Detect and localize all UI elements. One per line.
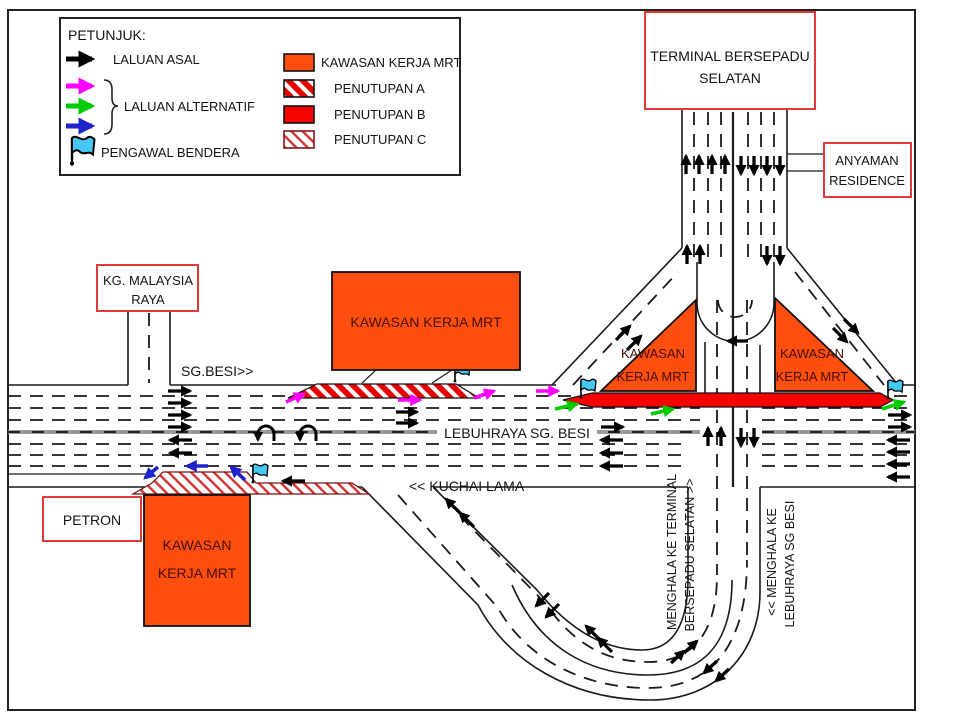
legend-title: PETUNJUK:	[68, 27, 146, 43]
sg-besi-label: SG.BESI>>	[181, 363, 253, 379]
original-route-arrows	[167, 153, 913, 683]
u-turn-icon	[252, 424, 276, 443]
terminal-label1: TERMINAL BERSEPADU	[650, 48, 809, 64]
u-turn-icon	[294, 424, 318, 443]
legend-brace	[103, 79, 119, 135]
lebuhraya-label-bg	[437, 423, 597, 441]
anyaman-label1: ANYAMAN	[835, 153, 898, 168]
legend-kawasan-label: KAWASAN KERJA MRT	[321, 55, 461, 70]
anyaman-box	[823, 142, 912, 198]
road-labels: SG.BESI>> LEBUHRAYA SG. BESI << KUCHAI L…	[181, 363, 797, 631]
kg-malaysia-label2: RAYA	[131, 292, 165, 307]
kuchai-lama-label: << KUCHAI LAMA	[409, 478, 525, 494]
legend-swatch-penutupan-b	[283, 105, 315, 124]
legend: PETUNJUK: LALUAN ASAL LALUAN ALTERNATIF …	[59, 17, 461, 176]
legend-penutupan-c-label: PENUTUPAN C	[334, 132, 426, 147]
work-area-triangles: KAWASAN KERJA MRT KAWASAN KERJA MRT	[598, 295, 876, 392]
work-area-boxes: KAWASAN KERJA MRT KAWASAN KERJA MRT	[143, 271, 521, 627]
petron-label: PETRON	[63, 512, 121, 528]
work-area-left-label1: KAWASAN	[621, 346, 685, 361]
work-area-right-label1: KAWASAN	[780, 346, 844, 361]
petron-box	[42, 496, 142, 542]
legend-laluan-alternatif-label: LALUAN ALTERNATIF	[124, 99, 255, 114]
kg-malaysia-box	[96, 264, 199, 312]
alternative-route-arrows	[143, 384, 907, 482]
closures	[130, 331, 895, 495]
legend-box	[59, 17, 461, 176]
closure-a-strip	[287, 383, 482, 399]
work-area-right-triangle	[774, 295, 876, 392]
work-area-left-label2: KERJA MRT	[617, 369, 690, 384]
work-area-right-label2: KERJA MRT	[776, 369, 849, 384]
legend-swatch-penutupan-c	[283, 130, 315, 149]
work-area-south-label1: KAWASAN	[163, 537, 232, 553]
legend-laluan-asal-label: LALUAN ASAL	[113, 52, 200, 67]
to-lebuhraya-label2: LEBUHRAYA SG BESI	[783, 501, 797, 628]
loop-road	[361, 486, 761, 701]
kg-malaysia-label1: KG. MALAYSIA	[103, 273, 193, 288]
legend-penutupan-b-label: PENUTUPAN B	[334, 107, 426, 122]
to-terminal-label2: BERSEPADU SELATAN >>	[683, 479, 697, 632]
work-area-central	[331, 271, 521, 371]
u-turn-road	[696, 262, 775, 347]
anyaman-label2: RESIDENCE	[829, 173, 905, 188]
diagram-border	[7, 9, 916, 711]
work-area-south-label2: KERJA MRT	[158, 565, 237, 581]
to-lebuhraya-label1: << MENGHALA KE	[765, 508, 779, 616]
kg-malaysia-access-road	[127, 311, 171, 385]
legend-swatch-penutupan-a	[283, 79, 315, 98]
lebuhraya-label: LEBUHRAYA SG. BESI	[444, 425, 590, 441]
closure-b-strip	[562, 392, 895, 408]
work-area-south	[143, 494, 251, 627]
terminal-box	[644, 11, 816, 110]
legend-swatch-kawasan	[283, 53, 315, 72]
legend-penutupan-a-label: PENUTUPAN A	[334, 81, 425, 96]
interchange-ramps	[551, 247, 899, 386]
terminal-road	[681, 109, 788, 575]
work-area-left-triangle	[598, 297, 697, 392]
work-area-central-label: KAWASAN KERJA MRT	[350, 314, 502, 330]
closure-c-strip	[130, 471, 372, 495]
terminal-label2: SELATAN	[699, 70, 761, 86]
place-boxes: TERMINAL BERSEPADU SELATAN ANYAMAN RESID…	[42, 11, 912, 542]
to-terminal-label1: MENGHALA KE TERMINAL	[665, 474, 679, 630]
legend-pengawal-bendera-label: PENGAWAL BENDERA	[101, 145, 240, 160]
